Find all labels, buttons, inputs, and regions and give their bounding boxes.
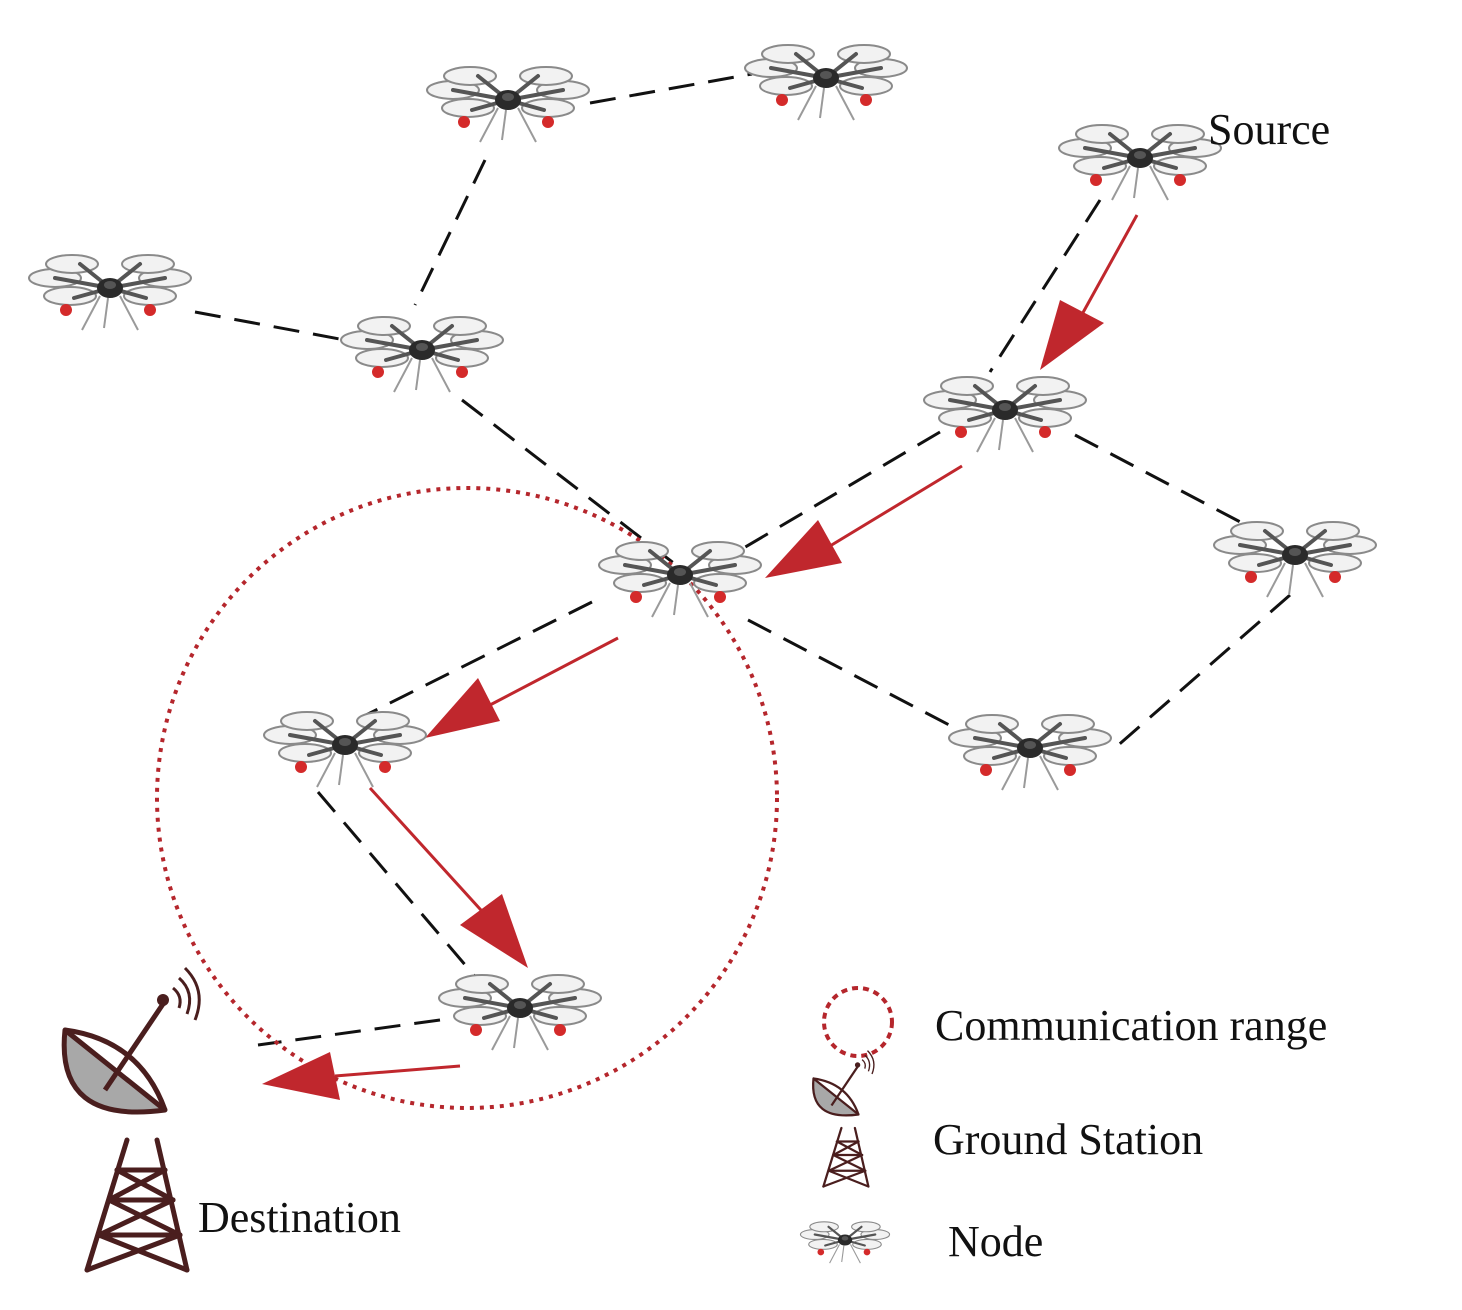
node-icon xyxy=(597,540,763,619)
link xyxy=(413,159,487,306)
link xyxy=(1074,433,1266,537)
legend-label-ground-station: Ground Station xyxy=(933,1115,1203,1164)
nodes xyxy=(27,43,1378,1052)
link xyxy=(359,600,593,720)
node-icon xyxy=(339,315,505,394)
legend-label-node: Node xyxy=(948,1217,1043,1266)
link xyxy=(316,791,480,981)
node-icon xyxy=(922,375,1088,454)
range-legend-icon xyxy=(822,986,894,1058)
route-arrow xyxy=(368,786,528,968)
node-icon xyxy=(1212,520,1378,599)
node-legend-icon xyxy=(799,1220,891,1265)
network-links xyxy=(194,72,1291,1047)
route-arrow xyxy=(425,636,619,738)
link xyxy=(589,72,753,105)
destination-ground-station-icon xyxy=(64,968,199,1270)
legend-item-communication-range: Communication range xyxy=(822,986,1327,1058)
legend-label-communication-range: Communication range xyxy=(935,1001,1327,1050)
node-icon xyxy=(262,710,428,789)
route-arrow xyxy=(765,464,963,578)
communication-range-circle xyxy=(155,486,779,1110)
node-icon xyxy=(743,43,909,122)
link xyxy=(988,199,1102,373)
source-label: Source xyxy=(1208,105,1330,154)
node-icon xyxy=(437,973,603,1052)
route-arrow xyxy=(262,1052,461,1100)
node-icon xyxy=(27,253,193,332)
route-arrow xyxy=(1040,214,1139,370)
node-icon xyxy=(425,65,591,144)
node-icon xyxy=(947,713,1113,792)
routing-path xyxy=(262,214,1139,1100)
link xyxy=(719,430,941,564)
ground-station-legend-icon xyxy=(811,1049,876,1188)
legend-item-node: Node xyxy=(799,1217,1043,1266)
destination-label: Destination xyxy=(198,1193,401,1242)
link xyxy=(1114,593,1291,750)
legend: Communication range Ground Station Node xyxy=(799,986,1327,1266)
legend-item-ground-station: Ground Station xyxy=(811,1049,1203,1188)
source-node-icon xyxy=(1057,123,1223,202)
link xyxy=(194,310,346,342)
link xyxy=(747,618,956,730)
link xyxy=(257,1018,441,1047)
link xyxy=(461,398,681,570)
